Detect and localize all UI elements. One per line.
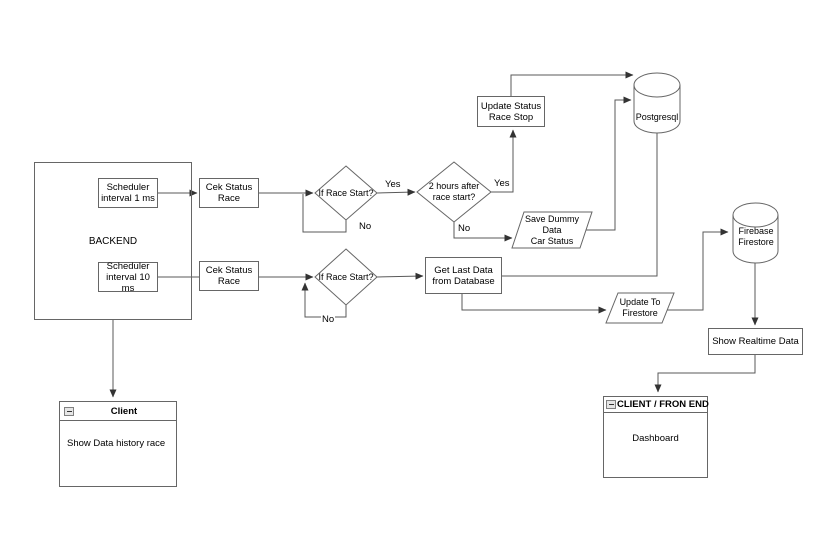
update-status-race-stop-box[interactable]: Update Status Race Stop [477, 96, 545, 127]
no-label-1: No [358, 221, 373, 232]
yes-label-1: Yes [384, 179, 402, 190]
edge-updatestatus-postgresql [510, 71, 634, 96]
backend-label: BACKEND [88, 235, 138, 247]
save-dummy-parallelogram[interactable] [511, 211, 593, 249]
edge-racestart1-no-loop [302, 194, 347, 233]
edge-savedummy-postgresql [586, 96, 632, 231]
scheduler-1ms-box[interactable]: Scheduler interval 1 ms [98, 178, 158, 208]
minus-glyph [608, 404, 614, 405]
collapse-icon[interactable] [606, 400, 616, 409]
firebase-cylinder[interactable] [732, 202, 779, 264]
scheduler-10ms-box[interactable]: Scheduler interval 10 ms [98, 261, 158, 294]
edge-showrealtime-clientfrontend [654, 355, 756, 393]
edge-racestart1-yes-twohours [376, 188, 416, 196]
postgresql-cylinder[interactable] [633, 72, 681, 134]
client-box[interactable]: Client Show Data history race [59, 401, 177, 487]
edge-twohours-yes-updatestatus [491, 129, 517, 193]
client-frontend-box[interactable]: CLIENT / FRON END Dashboard [603, 396, 709, 478]
collapse-icon[interactable] [64, 406, 74, 416]
client-frontend-header: CLIENT / FRON END [604, 397, 709, 413]
race-start-diamond-1[interactable] [314, 165, 378, 221]
cek-status-race-box-1[interactable]: Cek Status Race [199, 178, 259, 208]
yes-label-2: Yes [493, 178, 511, 189]
minus-glyph [66, 410, 72, 412]
client-body-text: Show Data history race [67, 438, 166, 449]
two-hours-diamond[interactable] [416, 161, 492, 223]
client-frontend-body-text: Dashboard [632, 433, 679, 444]
no-label-3: No [321, 314, 336, 325]
no-label-2: No [457, 223, 472, 234]
show-realtime-data-box[interactable]: Show Realtime Data [708, 328, 803, 355]
cek-status-race-box-2[interactable]: Cek Status Race [199, 261, 259, 291]
edge-getlastdata-updatefirestore [461, 294, 607, 314]
client-frontend-title: CLIENT / FRON END [617, 399, 709, 410]
backend-container[interactable]: BACKEND [34, 162, 192, 320]
edge-updatefirestore-firebase [666, 228, 729, 311]
edge-postgresql-getlastdata [502, 133, 658, 277]
edge-twohours-no-savedummy [453, 222, 513, 242]
update-firestore-parallelogram[interactable] [605, 292, 675, 324]
get-last-data-box[interactable]: Get Last Data from Database [425, 257, 502, 294]
client-title: Client [110, 405, 138, 417]
edge-racestart2-getlastdata [376, 272, 424, 280]
race-start-diamond-2[interactable] [314, 248, 378, 306]
client-header: Client [60, 402, 176, 421]
